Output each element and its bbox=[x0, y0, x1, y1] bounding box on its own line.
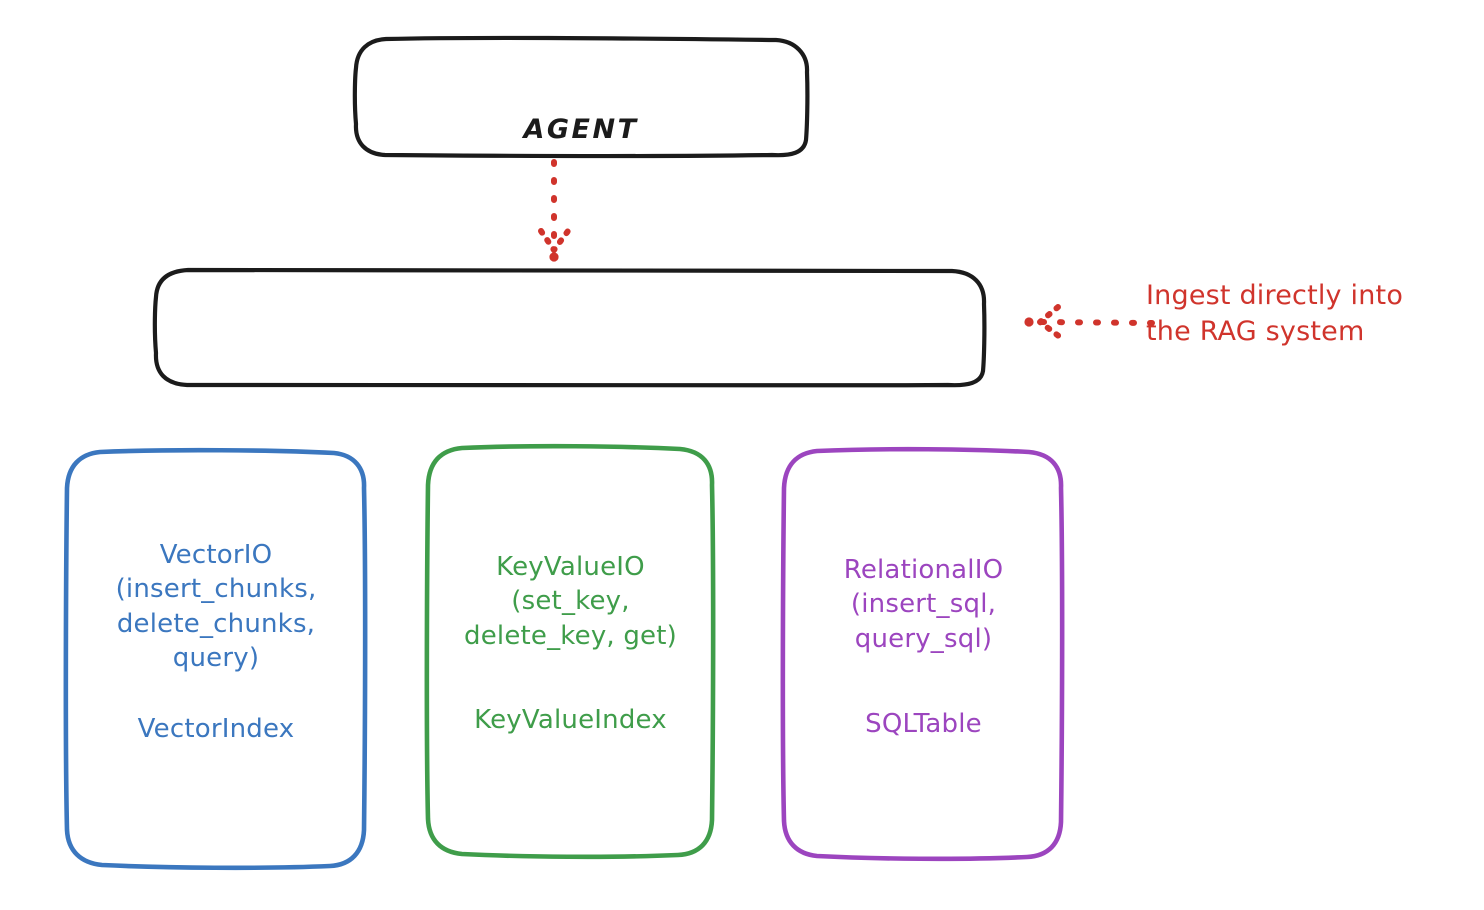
node-rag-tool[interactable]: RAG Tool bbox=[152, 266, 988, 605]
node-keyvalue-io[interactable]: KeyValueIO (set_key, delete_key, get) Ke… bbox=[422, 442, 719, 860]
agent-label: AGENT bbox=[523, 114, 639, 145]
vector-io-box-outline bbox=[63, 447, 368, 871]
keyvalue-io-box-outline bbox=[424, 443, 716, 860]
connector-agent-to-rag-tool bbox=[538, 159, 571, 262]
agent-box-outline bbox=[352, 35, 810, 159]
node-relational-io[interactable]: RelationalIO (insert_sql, query_sql) SQL… bbox=[779, 445, 1068, 862]
rag-tool-box-outline bbox=[152, 266, 987, 389]
node-vector-io[interactable]: VectorIO (insert_chunks, delete_chunks, … bbox=[62, 446, 370, 872]
relational-io-api-label: RelationalIO (insert_sql, query_sql) bbox=[843, 555, 1004, 654]
node-agent[interactable]: AGENT bbox=[352, 35, 810, 159]
vector-io-api-label: VectorIO (insert_chunks, delete_chunks, … bbox=[115, 540, 317, 673]
keyvalue-index-label: KeyValueIndex bbox=[474, 705, 667, 735]
vector-index-label: VectorIndex bbox=[137, 714, 295, 744]
sql-table-label: SQLTable bbox=[865, 709, 982, 739]
connector-note-to-rag-tool bbox=[1024, 304, 1155, 340]
annotation-ingest-note: Ingest directly into the RAG system bbox=[1146, 280, 1404, 347]
relational-io-box-outline bbox=[780, 446, 1065, 862]
keyvalue-io-api-label: KeyValueIO (set_key, delete_key, get) bbox=[464, 552, 677, 651]
